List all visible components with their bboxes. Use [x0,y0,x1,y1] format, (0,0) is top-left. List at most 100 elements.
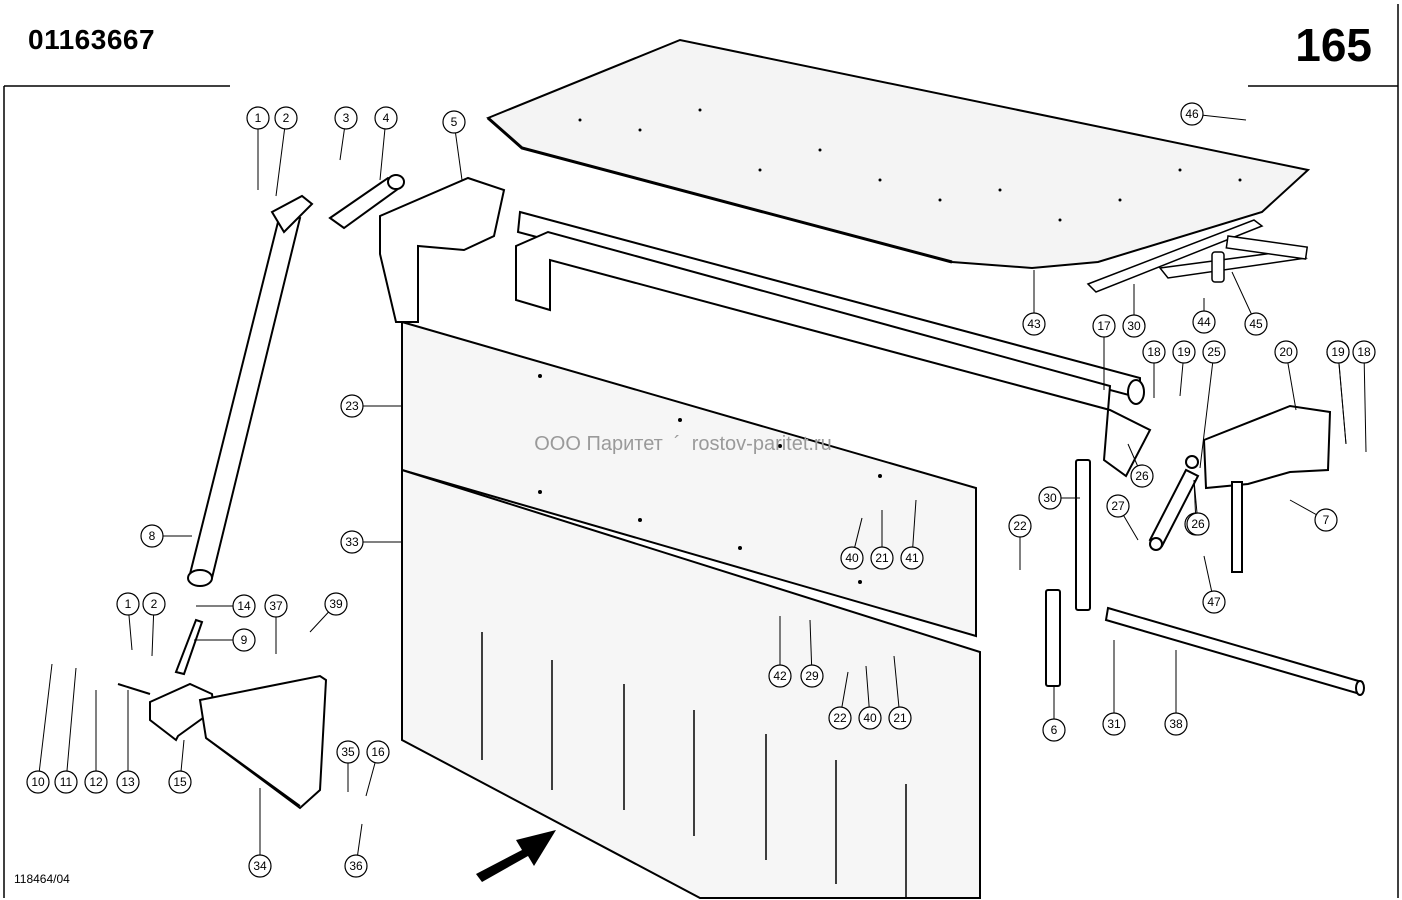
callout-label: 34 [253,859,267,873]
callout-label: 13 [121,775,135,789]
callout-21: 21 [870,546,894,570]
callout-16: 16 [366,740,390,764]
callout-31: 31 [1102,712,1126,736]
callout-circle [334,106,358,130]
callout-3: 3 [334,106,358,130]
callout-circle [768,664,792,688]
callout-15: 15 [168,770,192,794]
callout-circle [168,770,192,794]
callout-circle [1038,486,1062,510]
cover-plate-texture [578,108,1242,222]
callout-label: 1 [255,111,262,125]
callout-18: 18 [1352,340,1376,364]
callout-circle [1186,512,1210,536]
callout-circle [248,854,272,878]
callout-circle [116,770,140,794]
callout-21: 21 [888,706,912,730]
callout-label: 33 [345,535,359,549]
callout-40: 40 [858,706,882,730]
callout-circle [1102,712,1126,736]
callout-circle [140,524,164,548]
callout-label: 45 [1249,317,1263,331]
callout-26: 26 [1130,464,1154,488]
callout-38: 38 [1164,712,1188,736]
callout-label: 39 [329,597,343,611]
leader-line-2 [275,117,287,197]
callout-circle [1008,514,1032,538]
callout-circle [374,106,398,130]
callout-label: 18 [1147,345,1161,359]
callout-circle [858,706,882,730]
callout-14: 14 [232,594,256,618]
bracket-5-drawing [328,174,506,323]
callout-19: 19 [1172,340,1196,364]
panel-33-slots [481,632,907,898]
callout-circle [246,106,270,130]
callout-label: 22 [833,711,847,725]
callout-45: 45 [1244,312,1268,336]
callout-17: 17 [1092,314,1116,338]
callout-label: 44 [1197,315,1211,329]
callout-circle [366,740,390,764]
callout-label: 30 [1127,319,1141,333]
callout-circle [840,546,864,570]
callout-circle [1130,464,1154,488]
strap-assembly [1086,219,1309,293]
callout-label: 9 [241,633,248,647]
callout-circle [1314,508,1338,532]
callout-label: 40 [845,551,859,565]
callout-circle [1202,340,1226,364]
page-number: 165 [1295,19,1372,71]
callout-label: 21 [875,551,889,565]
leader-line-18 [1363,351,1367,453]
callout-label: 23 [345,399,359,413]
figure-reference: 118464/04 [14,872,70,886]
callout-circle [900,546,924,570]
callout-47: 47 [1202,590,1226,614]
callout-circle [828,706,852,730]
callout-circle [26,770,50,794]
callout-label: 4 [383,111,390,125]
callout-circle [1042,718,1066,742]
callout-22: 22 [1008,514,1032,538]
gas-spring-27-drawing [1148,455,1200,551]
callout-label: 11 [60,775,73,789]
callout-circle [1274,340,1298,364]
callout-circle [84,770,108,794]
callout-circle [1142,340,1166,364]
callout-1: 1 [246,106,270,130]
callout-label: 21 [893,711,907,725]
callout-label: 20 [1279,345,1293,359]
callout-label: 29 [805,669,819,683]
callout-circle [1092,314,1116,338]
leader-line-25 [1199,351,1215,469]
rod-8-drawing [187,194,314,587]
callout-label: 15 [173,775,187,789]
callout-18: 18 [1142,340,1166,364]
cover-plate-drawing [486,38,1311,270]
callout-label: 42 [773,669,787,683]
callout-label: 31 [1107,717,1121,731]
shaft-31-drawing [1104,606,1365,696]
callout-label: 17 [1097,319,1111,333]
callout-26: 26 [1186,512,1210,536]
callout-label: 36 [349,859,363,873]
callout-circle [142,592,166,616]
callout-37: 37 [264,594,288,618]
callout-9: 9 [232,628,256,652]
panel-23-holes [538,374,882,584]
callout-circle [54,770,78,794]
callout-42: 42 [768,664,792,688]
callout-circle [1192,310,1216,334]
callout-circle [232,594,256,618]
callout-circle [344,854,368,878]
callout-label: 3 [343,111,350,125]
callout-29: 29 [800,664,824,688]
callout-circle [1352,340,1376,364]
callout-label: 47 [1207,595,1221,609]
direction-arrow [476,830,556,882]
callout-circle [800,664,824,688]
callout-label: 7 [1323,513,1330,527]
